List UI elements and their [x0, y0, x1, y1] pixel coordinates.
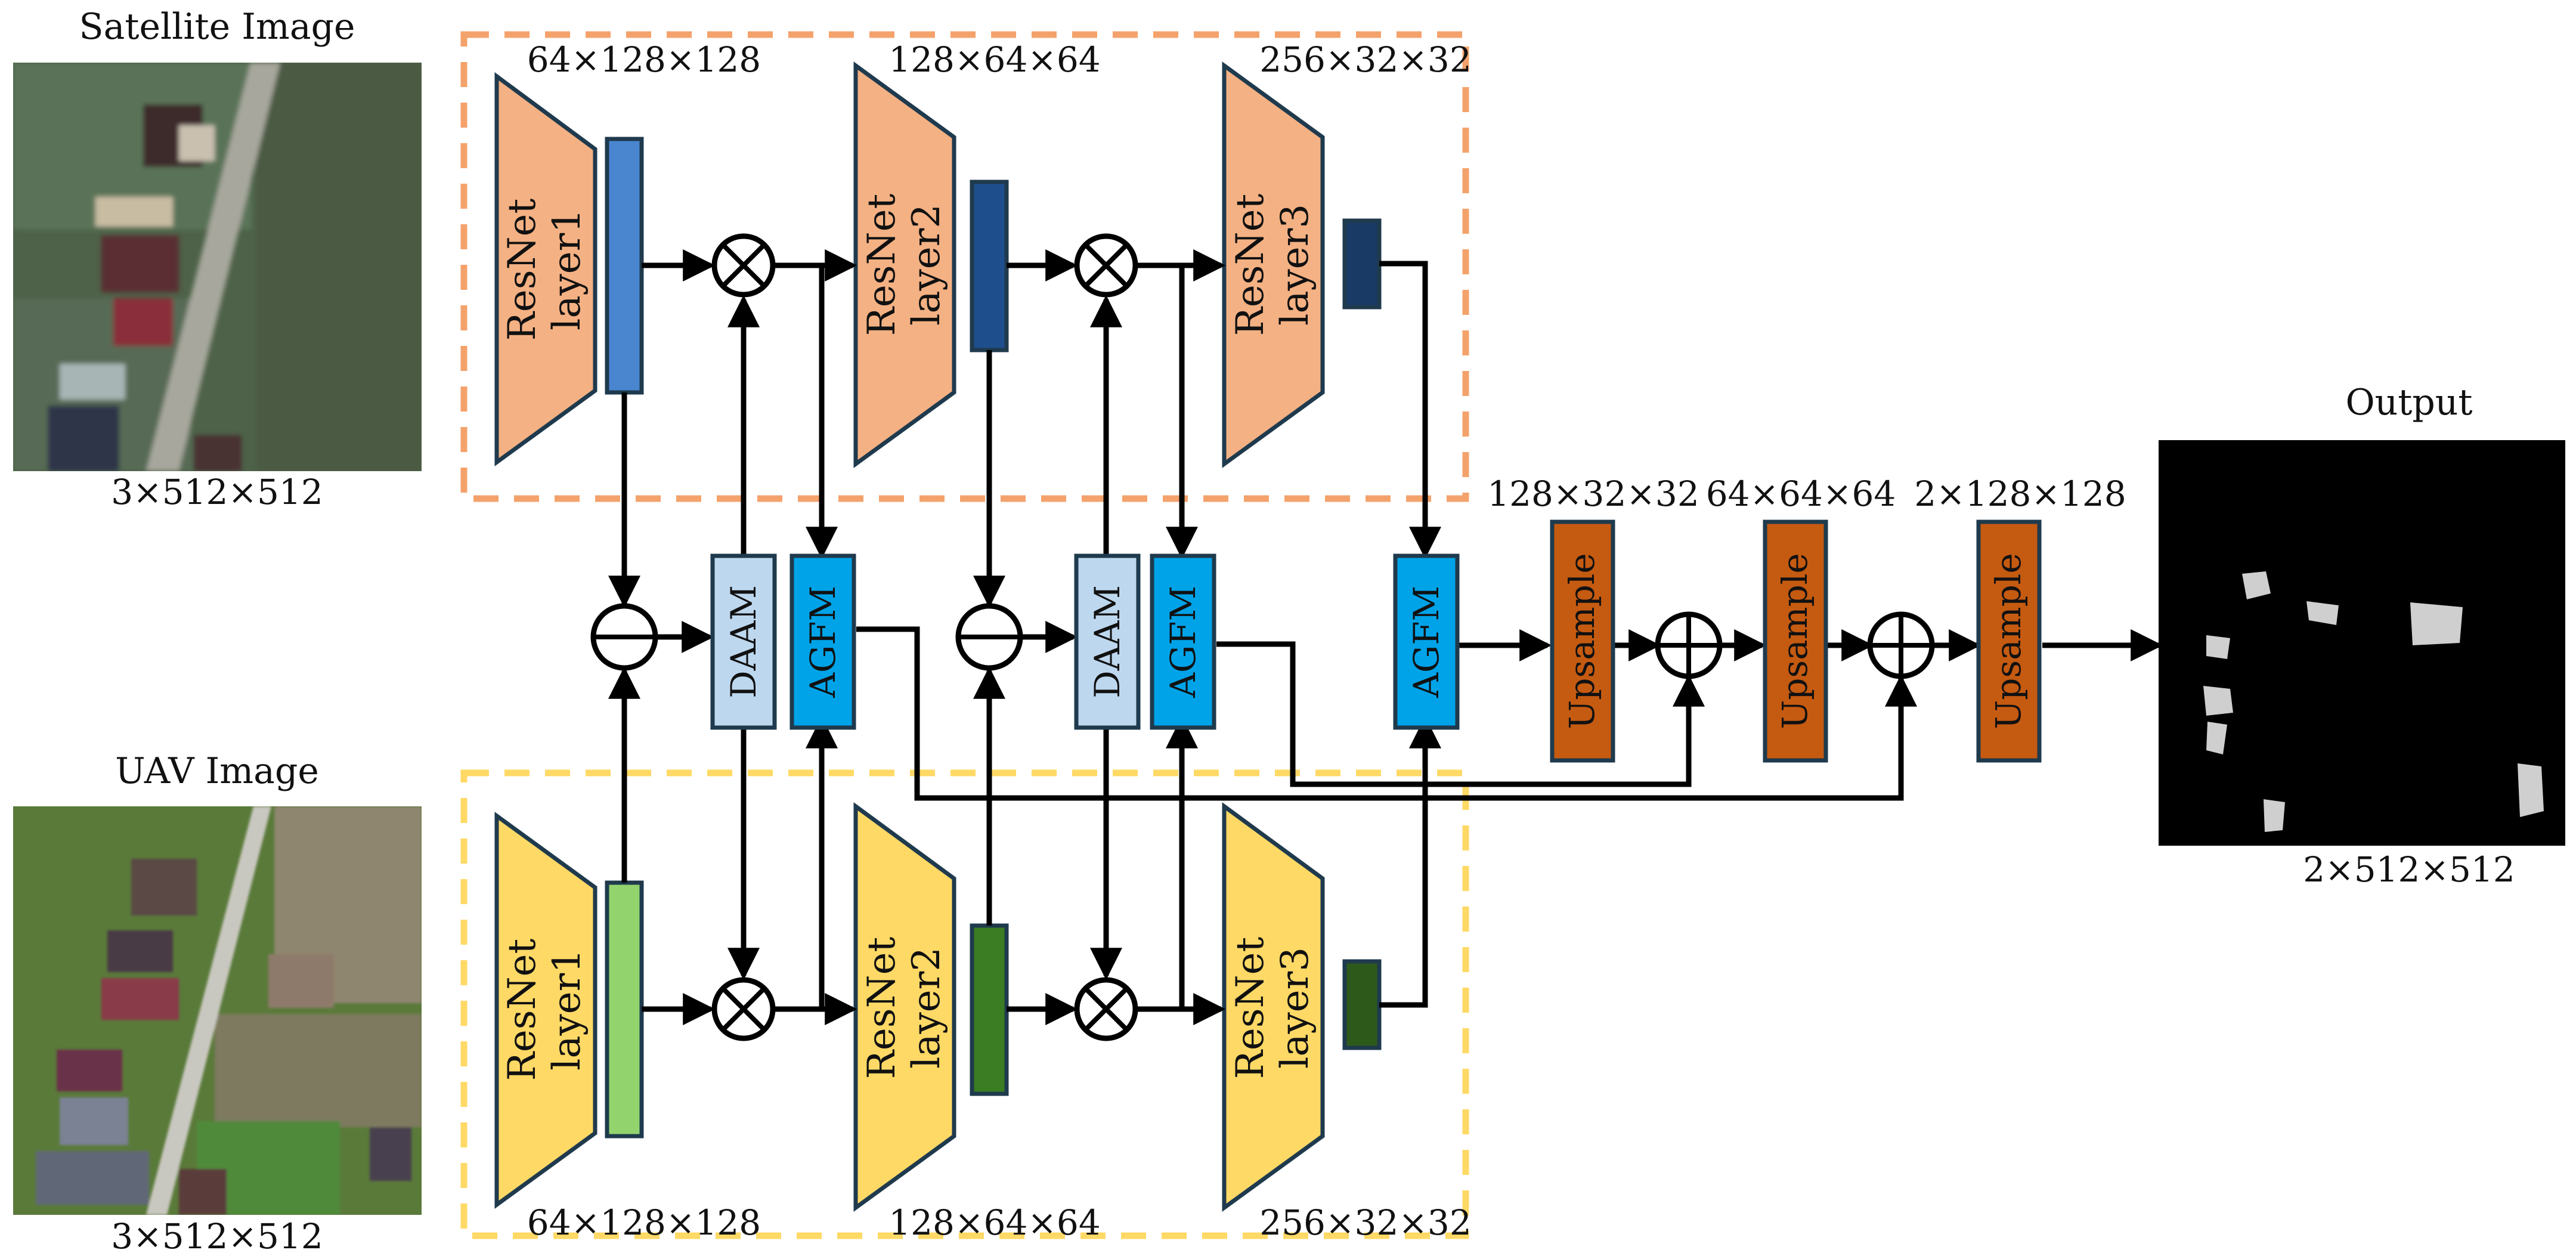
circled-minus-icon: [590, 603, 658, 671]
circled-minus-icon: [955, 603, 1023, 671]
agfm-1-label: AGFM: [803, 586, 843, 698]
satellite-image-dims: 3×512×512: [111, 472, 323, 512]
uav-image: [13, 806, 422, 1215]
sat-layer1-dims: 64×128×128: [527, 39, 761, 80]
agfm-module-1: AGFM: [789, 553, 856, 730]
uav-feature-2: [970, 923, 1009, 1096]
sat-feature-1: [605, 137, 644, 395]
uav-layer2-line1: ResNet: [860, 936, 904, 1079]
sat-layer1-line2: layer1: [545, 209, 589, 330]
sat-layer3-line2: layer3: [1273, 204, 1317, 326]
upsample-3-label: Upsample: [1988, 553, 2029, 729]
uav-layer3-dims: 256×32×32: [1259, 1202, 1472, 1243]
connection-wires: [608, 249, 2163, 1025]
uav-image-title: UAV Image: [115, 750, 319, 792]
sat-feature-2: [970, 180, 1009, 352]
decoder-2-dims: 64×64×64: [1706, 474, 1896, 514]
uav-layer3-line1: ResNet: [1228, 936, 1272, 1079]
circled-times-icon: [711, 977, 776, 1041]
upsample-block-2: Upsample: [1763, 519, 1828, 763]
satellite-image: [13, 63, 422, 471]
sat-layer2-line2: layer2: [905, 204, 949, 326]
sat-layer2-dims: 128×64×64: [888, 39, 1101, 80]
uav-branch-box: [460, 769, 1469, 1239]
sat-resnet-layer1: ResNet layer1: [494, 72, 597, 466]
sat-layer1-line1: ResNet: [500, 198, 544, 341]
daam-module-1: DAAM: [710, 553, 777, 730]
uav-feature-1: [605, 880, 644, 1139]
output-title: Output: [2345, 382, 2472, 423]
circled-times-icon: [711, 233, 776, 298]
decoder-1-dims: 128×32×32: [1487, 474, 1699, 514]
output-dims: 2×512×512: [2303, 849, 2515, 890]
sat-layer2-line1: ResNet: [860, 193, 904, 336]
daam-2-label: DAAM: [1087, 585, 1128, 698]
agfm-3-label: AGFM: [1406, 586, 1447, 698]
upsample-1-label: Upsample: [1562, 553, 1602, 729]
sat-feature-3: [1342, 218, 1382, 310]
uav-feature-3: [1342, 959, 1382, 1050]
agfm-module-2: AGFM: [1150, 553, 1216, 730]
uav-layer1-line2: layer1: [545, 949, 589, 1071]
satellite-branch-box: [460, 31, 1469, 502]
uav-layer2-line2: layer2: [905, 947, 949, 1069]
sat-layer3-dims: 256×32×32: [1259, 39, 1472, 80]
uav-layer1-dims: 64×128×128: [527, 1202, 761, 1243]
circled-plus-icon: [1867, 611, 1935, 679]
sat-resnet-layer3: ResNet layer3: [1222, 61, 1325, 468]
upsample-2-label: Upsample: [1775, 553, 1815, 729]
agfm-2-label: AGFM: [1163, 586, 1203, 698]
uav-resnet-layer1: ResNet layer1: [494, 812, 597, 1209]
upsample-block-3: Upsample: [1976, 519, 2042, 763]
uav-layer1-line1: ResNet: [500, 938, 544, 1081]
uav-resnet-layer3: ResNet layer3: [1222, 802, 1325, 1212]
uav-resnet-layer2: ResNet layer2: [853, 802, 956, 1212]
decoder-3-dims: 2×128×128: [1914, 474, 2126, 514]
agfm-module-3: AGFM: [1393, 553, 1460, 730]
uav-layer2-dims: 128×64×64: [888, 1202, 1101, 1243]
satellite-image-title: Satellite Image: [79, 6, 355, 48]
uav-image-dims: 3×512×512: [111, 1216, 323, 1257]
upsample-block-1: Upsample: [1550, 519, 1615, 763]
output-mask: [2159, 440, 2565, 846]
daam-module-2: DAAM: [1074, 553, 1141, 730]
daam-1-label: DAAM: [723, 585, 764, 698]
circled-plus-icon: [1655, 611, 1723, 679]
circled-times-icon: [1074, 977, 1138, 1041]
sat-resnet-layer2: ResNet layer2: [853, 61, 956, 468]
sat-layer3-line1: ResNet: [1228, 193, 1272, 336]
circled-times-icon: [1074, 233, 1138, 298]
uav-layer3-line2: layer3: [1273, 947, 1317, 1069]
